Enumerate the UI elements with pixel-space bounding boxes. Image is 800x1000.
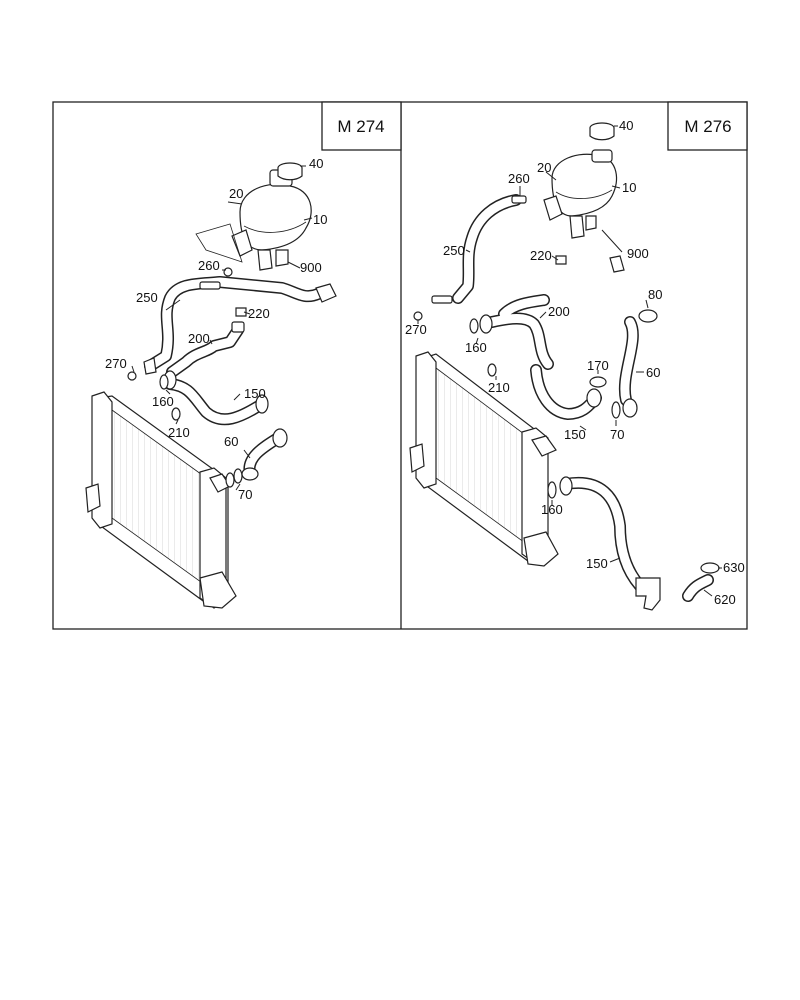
radiator — [85, 391, 237, 609]
seal-80 — [638, 309, 658, 323]
callout-210: 210 — [488, 380, 510, 395]
callout-160-lower: 160 — [541, 502, 563, 517]
elbow-620 — [682, 574, 714, 602]
engine-label: M 274 — [337, 117, 384, 136]
seal-170 — [589, 376, 607, 388]
hose-250 — [431, 194, 522, 304]
callout-200: 200 — [548, 304, 570, 319]
filler-cap — [277, 162, 303, 181]
connector-260 — [511, 195, 527, 204]
callout-70: 70 — [610, 427, 624, 442]
callout-10: 10 — [622, 180, 636, 195]
seal-70-b — [225, 472, 235, 488]
seal-160 — [469, 318, 479, 334]
leader-lines — [131, 165, 313, 491]
callout-160: 160 — [152, 394, 174, 409]
panel-m274: M 274 — [85, 101, 402, 609]
callout-900: 900 — [627, 246, 649, 261]
callout-620: 620 — [714, 592, 736, 607]
callout-80: 80 — [648, 287, 662, 302]
seal-210 — [487, 363, 497, 377]
callout-630: 630 — [723, 560, 745, 575]
panel-m276: M 276 — [405, 101, 748, 611]
hose-60 — [241, 428, 288, 481]
hose-200 — [166, 321, 245, 378]
sensor-900 — [609, 255, 625, 273]
callout-160: 160 — [465, 340, 487, 355]
callout-900: 900 — [300, 260, 322, 275]
callout-150-lower: 150 — [586, 556, 608, 571]
leader-lines — [417, 125, 722, 597]
callout-70: 70 — [238, 487, 252, 502]
callout-270: 270 — [105, 356, 127, 371]
callout-60: 60 — [646, 365, 660, 380]
callout-210: 210 — [168, 425, 190, 440]
engine-label-box: M 276 — [667, 101, 748, 151]
filler-cap — [589, 122, 615, 141]
callout-260: 260 — [198, 258, 220, 273]
callout-200: 200 — [188, 331, 210, 346]
clip-220 — [235, 307, 247, 317]
fitting — [635, 577, 661, 611]
seal-70-a — [233, 468, 243, 484]
hose-60 — [618, 316, 639, 418]
callout-150: 150 — [564, 427, 586, 442]
engine-label-box: M 274 — [321, 101, 402, 151]
seal-160-end — [479, 314, 493, 334]
callout-40: 40 — [309, 156, 323, 171]
hose-150-upper — [530, 364, 602, 420]
callout-20: 20 — [229, 186, 243, 201]
seal-270 — [127, 371, 137, 381]
engine-label: M 276 — [684, 117, 731, 136]
seal-270 — [413, 311, 423, 321]
expansion-tank — [195, 169, 312, 271]
seal-70 — [611, 401, 621, 419]
callout-270: 270 — [405, 322, 427, 337]
hose-150-lower — [559, 476, 646, 592]
expansion-tank — [543, 149, 618, 239]
callout-260: 260 — [508, 171, 530, 186]
callout-60: 60 — [224, 434, 238, 449]
callout-220: 220 — [530, 248, 552, 263]
callout-220: 220 — [248, 306, 270, 321]
callout-10: 10 — [313, 212, 327, 227]
callout-250: 250 — [443, 243, 465, 258]
hose-200 — [486, 294, 554, 370]
connector-260 — [199, 267, 233, 290]
callout-170: 170 — [587, 358, 609, 373]
seal-630 — [700, 562, 720, 574]
seal-160 — [159, 374, 169, 390]
callout-40: 40 — [619, 118, 633, 133]
hose-250 — [143, 276, 337, 375]
seal-160-lower — [547, 481, 557, 499]
callout-20: 20 — [537, 160, 551, 175]
clip-220 — [555, 255, 567, 265]
callout-250: 250 — [136, 290, 158, 305]
radiator — [409, 351, 559, 567]
seal-210 — [171, 407, 181, 421]
callout-150: 150 — [244, 386, 266, 401]
